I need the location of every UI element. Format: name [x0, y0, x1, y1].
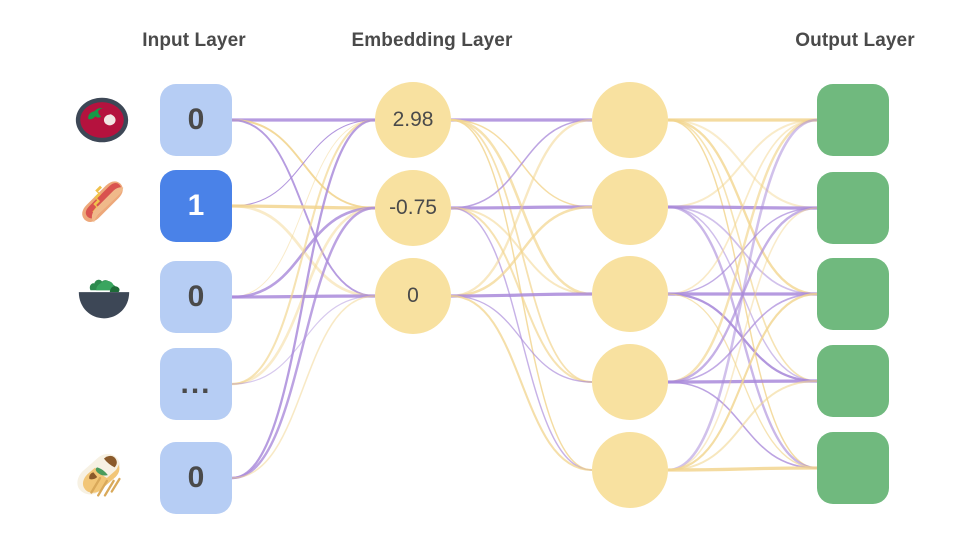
- hidden-node-3[interactable]: [592, 344, 668, 420]
- hidden-node-4[interactable]: [592, 432, 668, 508]
- input-node-value: 0: [187, 461, 205, 494]
- hot-dog-icon: [82, 181, 124, 223]
- input-node-value: 1: [187, 189, 205, 222]
- input-node-3[interactable]: ...: [160, 348, 232, 420]
- salad-bowl-icon: [78, 279, 130, 319]
- input-node-4[interactable]: 0: [160, 442, 232, 514]
- hidden-node-0[interactable]: [592, 82, 668, 158]
- input-node-value: 0: [187, 103, 205, 136]
- title-output-layer: Output Layer: [795, 30, 915, 51]
- input-node-2[interactable]: 0: [160, 261, 232, 333]
- embedding-node-value: 2.98: [392, 108, 434, 131]
- output-node-2[interactable]: [817, 258, 889, 330]
- input-node-0[interactable]: 0: [160, 84, 232, 156]
- title-embedding-layer: Embedding Layer: [351, 30, 513, 51]
- embedding-node-value: -0.75: [389, 196, 437, 219]
- burrito-icon: [77, 454, 121, 497]
- embedding-node-0[interactable]: 2.98: [375, 82, 451, 158]
- hidden-node-2[interactable]: [592, 256, 668, 332]
- hidden-node-1[interactable]: [592, 169, 668, 245]
- output-node-3[interactable]: [817, 345, 889, 417]
- embedding-node-2[interactable]: 0: [375, 258, 451, 334]
- input-node-1[interactable]: 1: [160, 170, 232, 242]
- embedding-node-1[interactable]: -0.75: [375, 170, 451, 246]
- title-input-layer: Input Layer: [142, 30, 246, 51]
- input-node-value: 0: [187, 280, 205, 313]
- output-node-1[interactable]: [817, 172, 889, 244]
- soup-bowl-icon: [75, 97, 129, 143]
- output-node-0[interactable]: [817, 84, 889, 156]
- input-node-value: ...: [180, 367, 212, 400]
- output-node-4[interactable]: [817, 432, 889, 504]
- embedding-node-value: 0: [407, 284, 419, 307]
